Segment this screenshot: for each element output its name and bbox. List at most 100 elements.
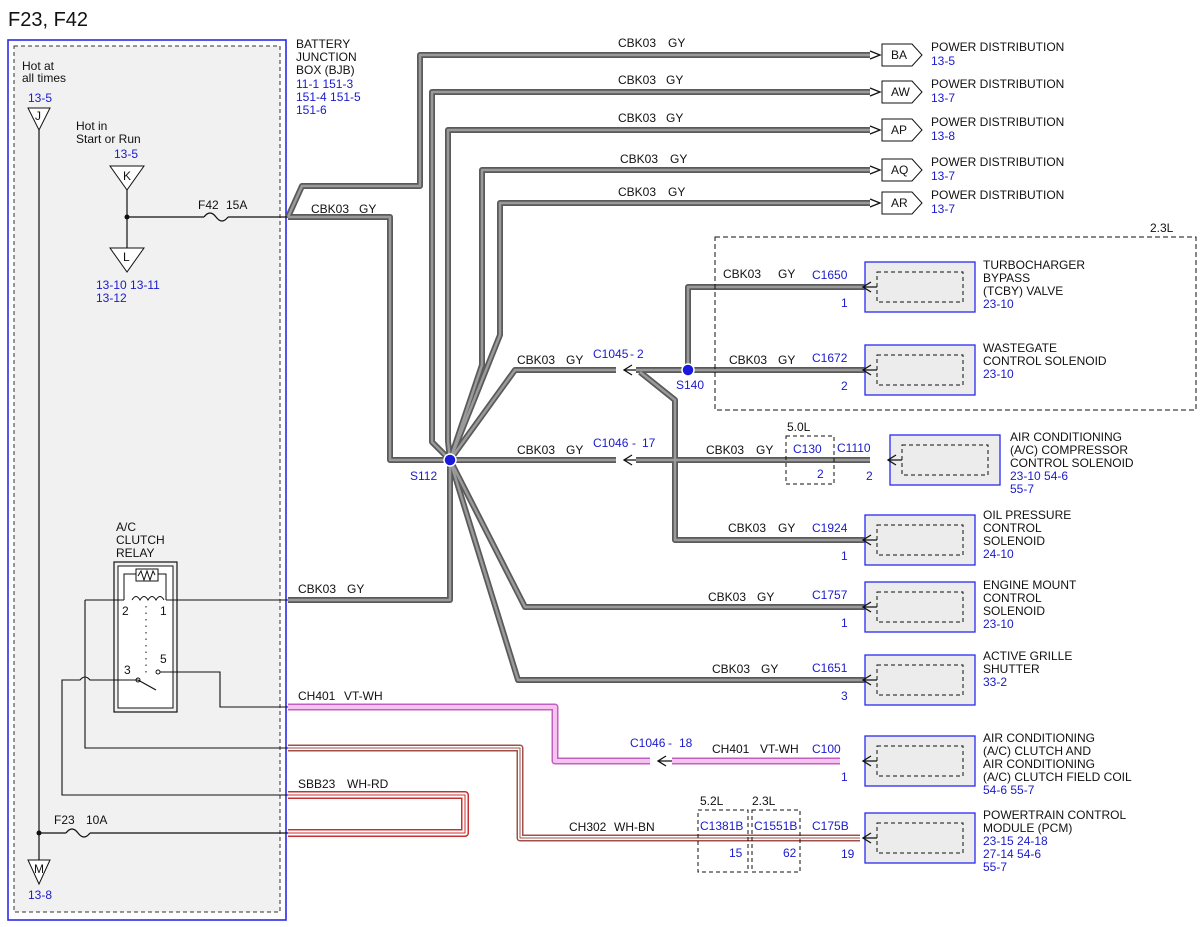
wire-label-cbk03: CBK03 — [618, 36, 656, 50]
component-ref: 55-7 — [983, 860, 1007, 874]
wire-label-cbk03: CBK03 — [712, 662, 750, 676]
wire-sbb23 — [288, 791, 469, 837]
connector-arrow-icon — [861, 601, 877, 613]
bjb-ref-1: 11-1 151-3 — [296, 77, 353, 91]
wire-label-gy: GY — [757, 590, 774, 604]
relay-pin-3: 3 — [124, 663, 131, 677]
connector-c1046-pin: 17 — [642, 436, 656, 450]
component-name-line: (A/C) CLUTCH AND — [983, 744, 1091, 758]
wire-label-cbk03: CBK03 — [706, 443, 744, 457]
connector-c1381b-label: C1381B — [700, 819, 743, 833]
power-distribution-ref: 13-8 — [931, 129, 955, 143]
fuse-f42-rating: 15A — [226, 198, 247, 212]
splice-s140 — [681, 363, 695, 377]
pin-l-ref-2: 13-12 — [96, 291, 127, 305]
wire-ch302 — [288, 744, 860, 842]
component-name-line: TURBOCHARGER — [983, 258, 1085, 272]
fuse-f42-label: F42 — [198, 198, 219, 212]
pin-j-label: J — [35, 109, 41, 123]
component-name-line: CONTROL — [983, 591, 1042, 605]
wire-label-gy: GY — [778, 521, 795, 535]
pin-k-label: K — [123, 169, 131, 183]
start-run-line-1: Hot in — [76, 119, 107, 133]
wire-label-gy: GY — [347, 582, 364, 596]
component-connector-label: C1757 — [812, 588, 848, 602]
pin-m-label: M — [34, 862, 44, 876]
component-box — [889, 434, 1001, 486]
component-pin-label: 2 — [841, 379, 848, 393]
connector-c130-label: C130 — [793, 442, 822, 456]
relay-pin-5: 5 — [160, 652, 167, 666]
wire-label-cbk03: CBK03 — [728, 521, 766, 535]
wire-label-gy: GY — [761, 662, 778, 676]
component-connector-label: C1651 — [812, 661, 848, 675]
hot-ref: 13-5 — [28, 91, 52, 105]
connector-c1046-label: C1046 — [593, 436, 629, 450]
connector-c1551b-label: C1551B — [754, 819, 797, 833]
component-connector-label: C175B — [812, 819, 849, 833]
component-name-line: SOLENOID — [983, 604, 1045, 618]
relay-title-3: RELAY — [116, 546, 154, 560]
wire-label-cbk03: CBK03 — [298, 582, 336, 596]
c1551b-engine-label: 2.3L — [752, 794, 776, 808]
component-box — [864, 735, 976, 787]
connector-c1045-pin: 2 — [637, 347, 644, 361]
power-distribution-ref: 13-5 — [931, 54, 955, 68]
fuse-f23-rating: 10A — [86, 813, 107, 827]
component-ref: 55-7 — [1010, 482, 1034, 496]
wire-label-cbk03: CBK03 — [723, 267, 761, 281]
relay-title-1: A/C — [116, 520, 136, 534]
gray-wire-harness — [285, 52, 870, 683]
power-distribution-code: AQ — [891, 163, 908, 177]
pin-l-symbol — [109, 247, 145, 273]
power-distribution-code: AW — [891, 85, 911, 99]
connector-arrow-icon — [869, 87, 882, 97]
page-title: F23, F42 — [8, 9, 88, 31]
component-ref: 23-15 24-18 — [983, 834, 1048, 848]
fuse-f23-label: F23 — [54, 813, 75, 827]
relay-title-2: CLUTCH — [116, 533, 165, 547]
bjb-name-line-2: JUNCTION — [296, 50, 357, 64]
component-box — [864, 654, 976, 706]
component-name-line: (TCBY) VALVE — [983, 284, 1063, 298]
connector-arrow-icon — [869, 165, 882, 175]
wire-label-gy: GY — [566, 443, 583, 457]
component-connector-label: C1924 — [812, 521, 848, 535]
component-name-line: (A/C) COMPRESSOR — [1010, 443, 1128, 457]
relay-common-wire — [61, 676, 288, 796]
component-connector-label: C1110 — [837, 441, 871, 455]
pin-l-label: L — [123, 250, 130, 264]
wire-label-cbk03: CBK03 — [618, 73, 656, 87]
component-connector-label: C1650 — [812, 268, 848, 282]
wire-label-vt-wh: VT-WH — [760, 742, 799, 756]
wire-label-cbk03: CBK03 — [620, 152, 658, 166]
wire-label-cbk03: CBK03 — [729, 353, 767, 367]
wire-label-cbk03: CBK03 — [517, 443, 555, 457]
component-name-line: BYPASS — [983, 271, 1030, 285]
component-ref: 54-6 55-7 — [983, 783, 1035, 797]
component-connector-label: C1672 — [812, 351, 848, 365]
wire-label-gy: GY — [668, 36, 685, 50]
relay-coil-ground-wire — [84, 599, 288, 749]
battery-junction-box — [7, 39, 287, 921]
power-distribution-label: POWER DISTRIBUTION — [931, 188, 1064, 202]
wire-label-gy: GY — [566, 353, 583, 367]
wire-label-gy: GY — [359, 202, 376, 216]
bjb-ref-2: 151-4 151-5 — [296, 90, 361, 104]
c130-engine-label: 5.0L — [787, 420, 811, 434]
bjb-name-line-3: BOX (BJB) — [296, 63, 355, 77]
power-distribution-code: BA — [891, 48, 907, 62]
bjb-name-line-1: BATTERY — [296, 37, 350, 51]
component-pin-label: 19 — [841, 847, 855, 861]
